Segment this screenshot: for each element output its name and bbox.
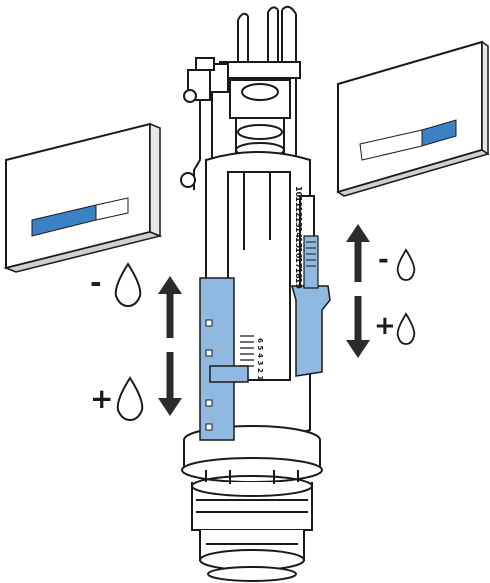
right-minus-label: - [378, 245, 389, 275]
left-flush-plate-icon [3, 122, 163, 273]
left-scale-tick-label: 5 [256, 346, 264, 351]
right-scale-tick-label: 18 [294, 268, 303, 280]
left-minus-label: - [90, 266, 102, 299]
left-flow-adjuster [199, 277, 254, 441]
right-scale-tick-label: 12 [294, 206, 303, 217]
left-scale-tick-label: 2 [256, 368, 264, 373]
right-scale-tick-label: 15 [294, 237, 303, 249]
left-top-water-drop-icon [114, 262, 142, 308]
right-scale-tick-label: 10 [294, 186, 303, 198]
right-plus-label: + [374, 311, 396, 341]
left-plus-label: + [90, 382, 113, 415]
left-plate-full-flush-button [95, 197, 129, 221]
right-plate-full-flush-button [421, 119, 457, 147]
right-scale-tick-label: 19 [294, 278, 303, 290]
right-flush-plate-icon [336, 40, 490, 197]
right-bottom-water-drop-icon [396, 312, 416, 345]
left-scale-tick-label: 3 [256, 361, 264, 366]
left-scale-tick-label: 1 [256, 376, 264, 381]
right-scale-tick-label: 11 [294, 196, 303, 208]
right-double-arrow-icon [346, 224, 370, 358]
left-bottom-water-drop-icon [116, 376, 144, 422]
right-scale-tick-label: 13 [294, 217, 303, 228]
right-flow-adjuster [291, 235, 331, 377]
right-scale-tick-label: 16 [294, 247, 303, 259]
left-scale-tick-label: 6 [256, 338, 264, 343]
left-double-arrow-icon [158, 276, 182, 416]
right-top-water-drop-icon [396, 248, 416, 281]
right-scale-tick-label: 17 [294, 257, 303, 268]
left-scale: 6 5 4 3 2 1 [256, 338, 264, 381]
right-scale-tick-label: 14 [294, 227, 303, 239]
left-scale-tick-label: 4 [256, 353, 264, 358]
